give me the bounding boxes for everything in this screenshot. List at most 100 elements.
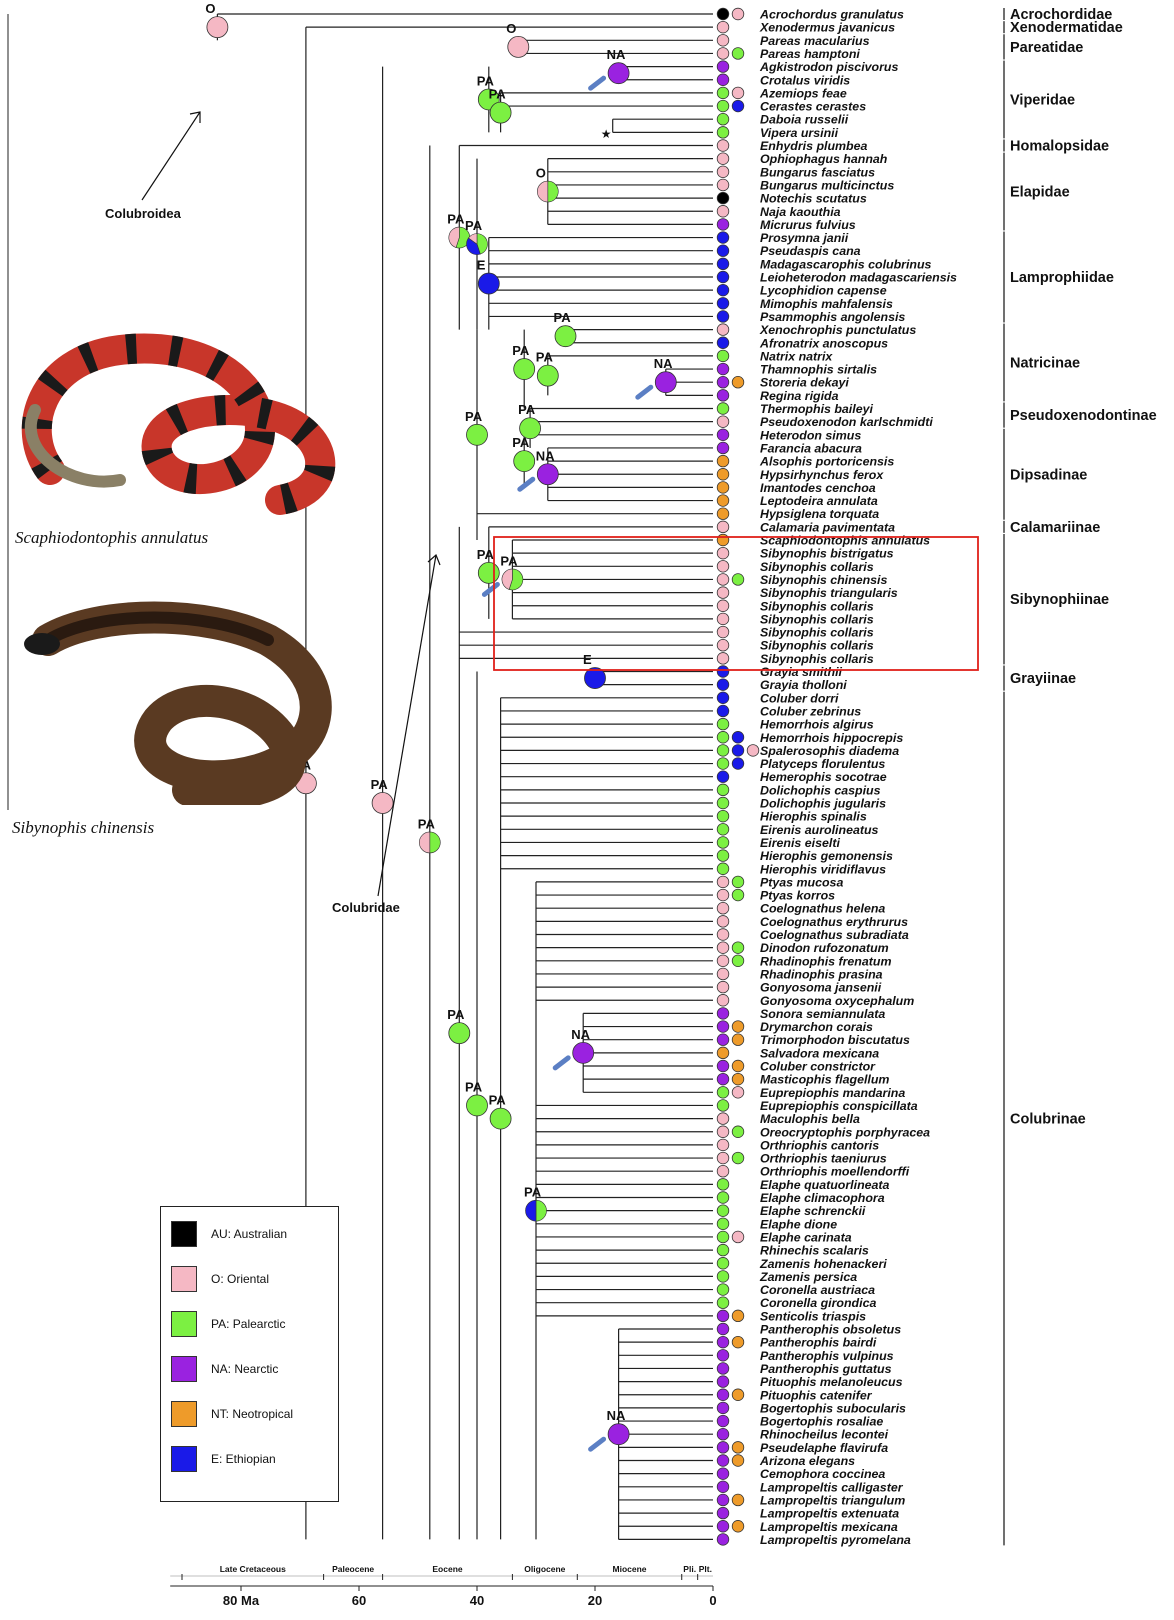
family-label: Pareatidae	[1010, 40, 1083, 56]
node-pie-slice	[536, 1200, 547, 1221]
taxon-label: Sonora semiannulata	[760, 1007, 885, 1021]
taxon-label: Senticolis triaspis	[760, 1309, 866, 1323]
tip-area-dot	[717, 192, 729, 204]
legend-swatch-NT	[171, 1401, 197, 1427]
taxon-label: Coronella girondica	[760, 1296, 876, 1310]
region-legend: AU: Australian O: Oriental PA: Palearcti…	[160, 1206, 339, 1502]
family-label: Viperidae	[1010, 92, 1075, 108]
taxon-label: Gonyosoma jansenii	[760, 981, 882, 995]
family-label: Natricinae	[1010, 355, 1080, 371]
node-pie	[490, 1108, 511, 1129]
tip-area-dot	[717, 35, 729, 47]
taxon-label: Lampropeltis extenuata	[760, 1507, 899, 1521]
node-pie	[573, 1042, 594, 1063]
taxon-label: Thamnophis sirtalis	[760, 363, 877, 377]
tip-area-dot	[732, 1442, 744, 1454]
dispersal-arrow-icon	[555, 1058, 568, 1068]
node-area-label: PA	[447, 212, 465, 227]
node-pie	[490, 102, 511, 123]
tip-area-dot	[717, 653, 729, 665]
taxon-label: Thermophis baileyi	[760, 402, 873, 416]
tip-area-dot	[717, 153, 729, 165]
tip-area-dot	[717, 771, 729, 783]
taxon-label: Gonyosoma oxycephalum	[760, 994, 914, 1008]
node-area-label: PA	[465, 1079, 483, 1094]
taxon-label: Calamaria pavimentata	[760, 520, 895, 534]
tip-area-dot	[717, 48, 729, 60]
node-pie	[608, 1424, 629, 1445]
taxon-label: Maculophis bella	[760, 1112, 860, 1126]
tip-area-dot	[717, 916, 729, 928]
tip-area-dot	[717, 994, 729, 1006]
taxon-label: Orthriophis moellendorffi	[760, 1165, 910, 1179]
tip-area-dot	[717, 87, 729, 99]
taxon-label: Pseudelaphe flavirufa	[760, 1441, 888, 1455]
taxon-label: Eirenis aurolineatus	[760, 823, 879, 837]
dispersal-arrow-icon	[638, 387, 651, 397]
tip-area-dot	[717, 1047, 729, 1059]
node-area-label: O	[506, 21, 516, 36]
tip-area-dot	[717, 810, 729, 822]
taxon-label: Pareas macularius	[760, 34, 870, 48]
tip-area-dot	[732, 942, 744, 954]
taxon-label: Bungarus multicinctus	[760, 178, 894, 192]
tip-area-dot	[717, 245, 729, 257]
taxon-label: Dolichophis caspius	[760, 783, 881, 797]
taxon-label: Hierophis spinalis	[760, 810, 867, 824]
family-label: Colubrinae	[1010, 1112, 1086, 1128]
node-area-label: PA	[465, 218, 483, 233]
tip-area-dot	[717, 284, 729, 296]
tip-area-dot	[732, 1073, 744, 1085]
legend-item: E: Ethiopian	[171, 1446, 276, 1472]
photo-caption-scaphiodontophis: Scaphiodontophis annulatus	[15, 528, 208, 548]
axis-tick-label: 60	[352, 1593, 366, 1608]
taxon-label: Storeria dekayi	[760, 376, 849, 390]
taxon-label: Rhadinophis frenatum	[760, 954, 891, 968]
taxon-label: Afronatrix anoscopus	[759, 336, 888, 350]
taxon-label: Pseudoxenodon karlschmidti	[760, 415, 933, 429]
tip-area-dot	[717, 1100, 729, 1112]
taxon-label: Pseudaspis cana	[760, 244, 861, 258]
taxon-label: Madagascarophis colubrinus	[760, 257, 932, 271]
taxon-label: Scaphiodontophis annulatus	[760, 534, 930, 548]
tip-area-dot	[717, 1192, 729, 1204]
epoch-label: Pli.	[683, 1564, 696, 1574]
taxon-label: Ophiophagus hannah	[760, 152, 888, 166]
tip-area-dot	[717, 692, 729, 704]
tip-area-dot	[717, 902, 729, 914]
taxon-label: Bogertophis subocularis	[760, 1401, 906, 1415]
family-brackets: AcrochordidaeXenodermatidaePareatidaeVip…	[1004, 7, 1157, 1545]
taxon-label: Agkistrodon piscivorus	[759, 60, 898, 74]
taxon-label: Vipera ursinii	[760, 126, 839, 140]
node-pie	[655, 372, 676, 393]
taxon-label: Grayia smithii	[760, 665, 843, 679]
legend-swatch-NA	[171, 1356, 197, 1382]
node-area-label: PA	[489, 87, 507, 102]
taxon-label: Zamenis hohenackeri	[759, 1257, 887, 1271]
tip-area-dot	[717, 1415, 729, 1427]
taxon-label: Hemorrhois algirus	[760, 718, 874, 732]
tip-area-dot	[717, 1060, 729, 1072]
colubroidea-label: Colubroidea	[105, 206, 181, 221]
tip-area-dot	[717, 1297, 729, 1309]
legend-swatch-PA	[171, 1311, 197, 1337]
taxon-label: Eirenis eiselti	[760, 836, 840, 850]
tip-area-dot	[717, 784, 729, 796]
tip-area-dot	[732, 574, 744, 586]
node-pie	[372, 793, 393, 814]
legend-label: PA: Palearctic	[211, 1317, 285, 1331]
node-pie	[478, 273, 499, 294]
legend-item: AU: Australian	[171, 1221, 287, 1247]
family-label: Elapidae	[1010, 185, 1070, 201]
legend-item: O: Oriental	[171, 1266, 269, 1292]
tip-area-dot	[732, 376, 744, 388]
node-pie	[467, 1095, 488, 1116]
epoch-label: Eocene	[432, 1564, 463, 1574]
tip-area-dot	[717, 100, 729, 112]
tip-area-dot	[732, 955, 744, 967]
taxon-label: Zamenis persica	[759, 1270, 857, 1284]
taxon-label: Alsophis portoricensis	[759, 455, 894, 469]
taxon-label: Sibynophis collaris	[760, 652, 874, 666]
tip-area-dot	[717, 1534, 729, 1546]
taxon-label: Pantherophis obsoletus	[760, 1323, 901, 1337]
